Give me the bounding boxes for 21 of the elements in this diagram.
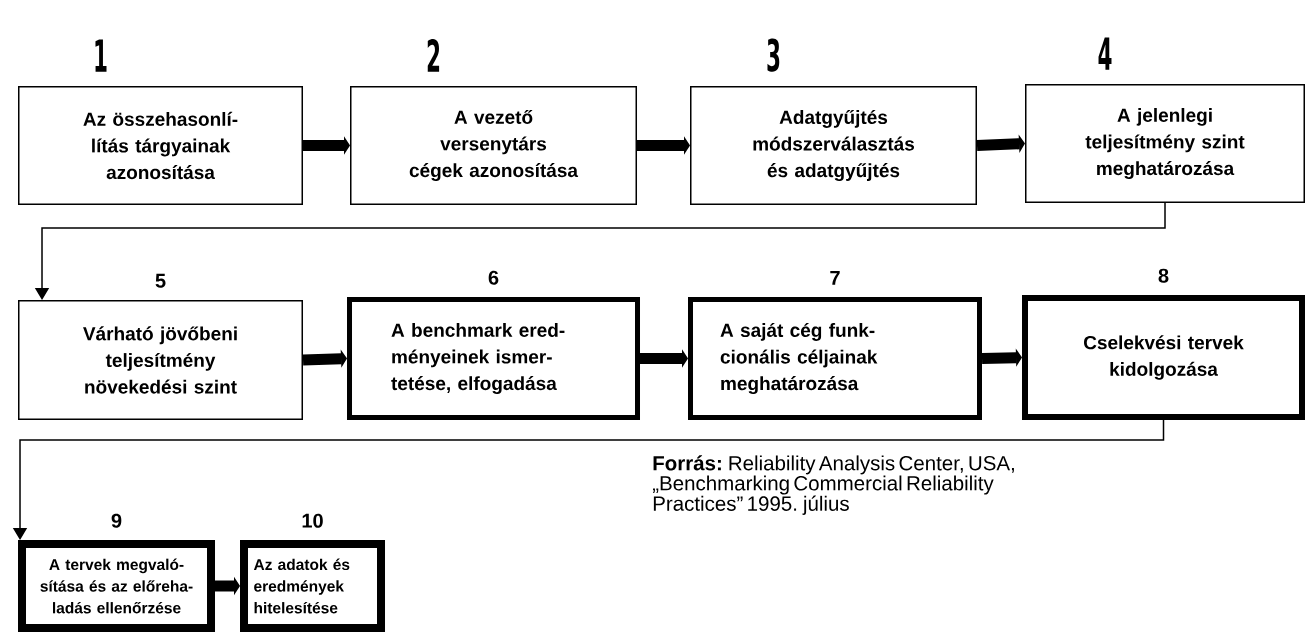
step-number: 1: [95, 39, 107, 72]
step-number: 3: [767, 38, 780, 72]
step-box: A saját cég funk- cionális céljainak meghatározása: [688, 297, 982, 420]
step-number: 9: [111, 513, 122, 528]
step-box: A benchmark ered- ményeinek ismer- tetése, elfogadása: [347, 297, 640, 420]
step-number: 7: [830, 271, 840, 285]
step-number: 2: [427, 39, 440, 72]
step-number: 6: [488, 270, 499, 285]
source-note: Forrás: Reliability Analysis Center, USA, „Benchmarking Commercial Reliability Practices” 1995. július: [652, 455, 1014, 515]
step-number: 5: [155, 273, 166, 288]
step-box: Az adatok és eredmények hitelesítése: [240, 540, 385, 632]
step-number: 10: [302, 513, 323, 528]
step-box: Várható jövőbeni teljesítmény növekedési szint: [18, 300, 303, 420]
step-box: Adatgyűjtés módszerválasztás és adatgyűjtés: [690, 86, 977, 205]
step-box: Az összehasonlí- lítás tárgyainak azonosítása: [18, 86, 303, 205]
step-box: A vezető versenytárs cégek azonosítása: [350, 86, 637, 205]
step-box: Cselekvési tervek kidolgozása: [1022, 295, 1305, 420]
step-box: A tervek megvaló- sítása és az előreha- ladás ellenőrzése: [18, 540, 215, 632]
step-number: 8: [1158, 268, 1169, 283]
step-number: 4: [1098, 37, 1112, 70]
step-box: A jelenlegi teljesítmény szint meghatározása: [1025, 84, 1305, 203]
